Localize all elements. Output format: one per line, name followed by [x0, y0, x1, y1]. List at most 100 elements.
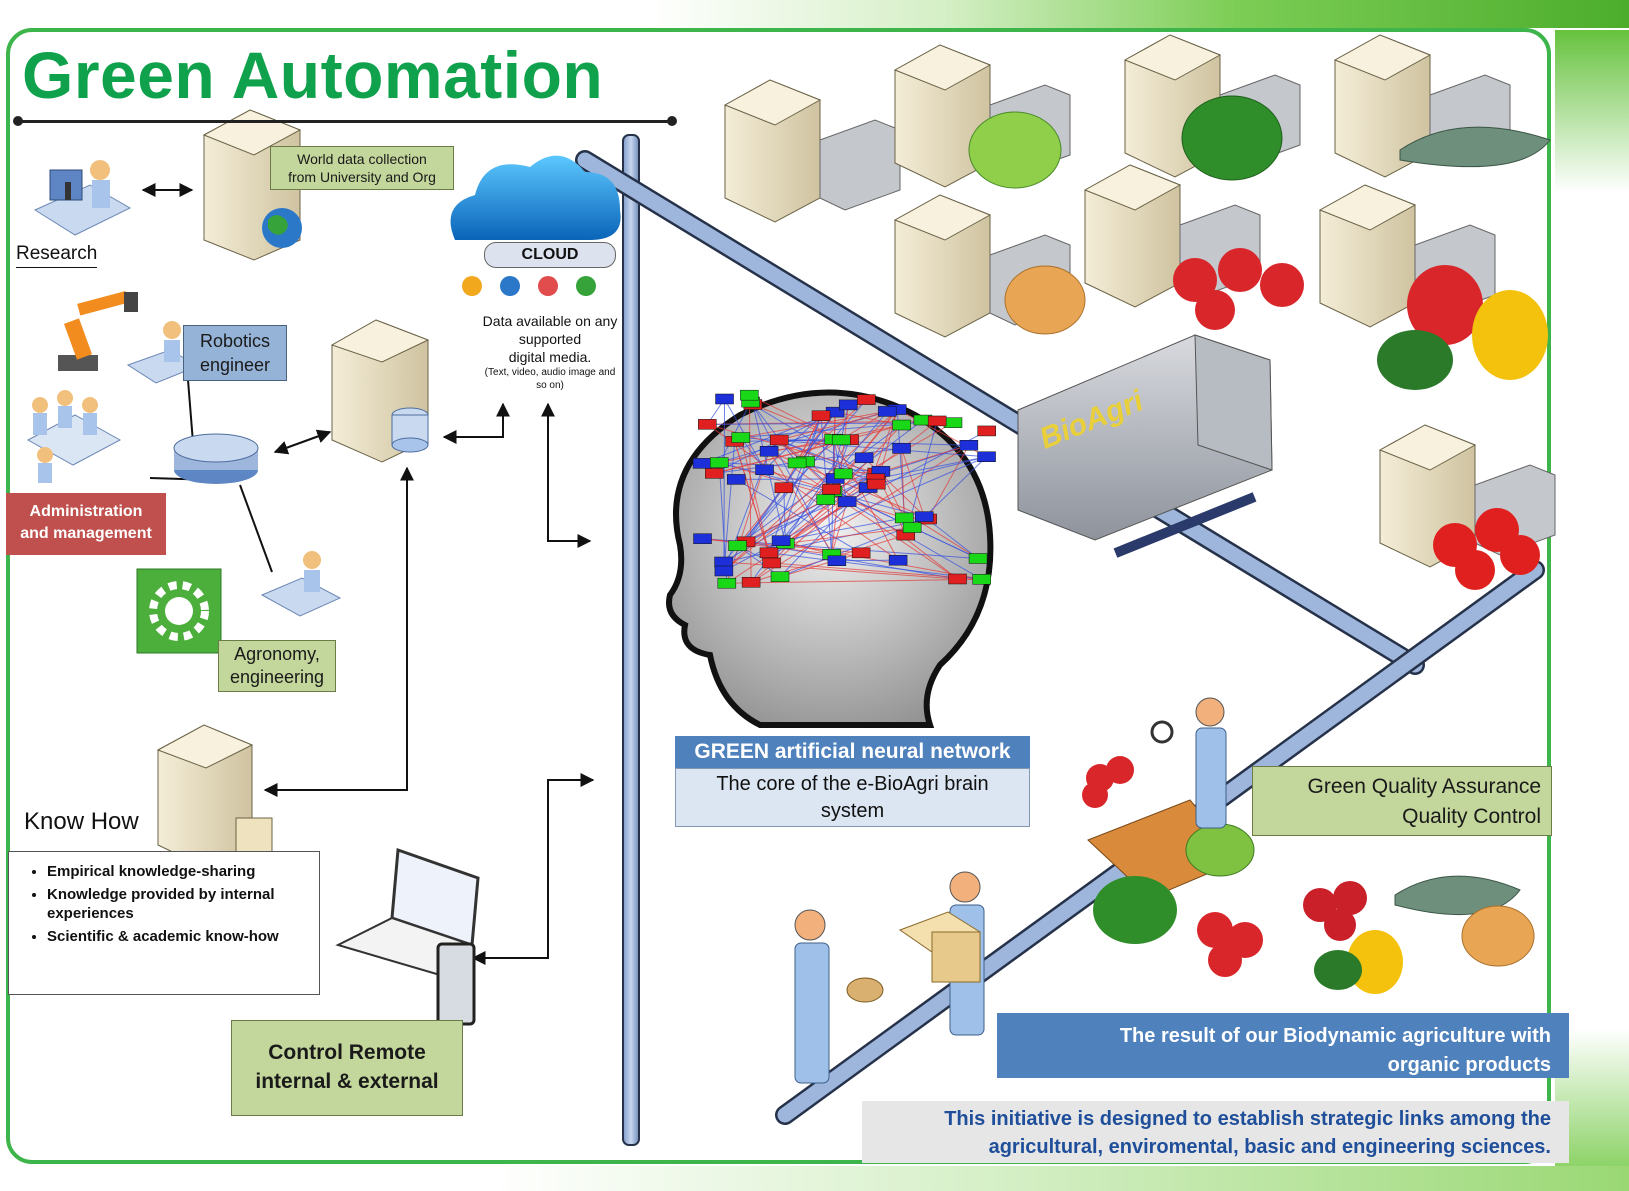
world-data-label: World data collection from University an…	[270, 146, 454, 190]
neural-edge	[723, 518, 928, 563]
neural-edge	[779, 439, 969, 446]
neural-edge	[768, 450, 958, 580]
neural-node	[895, 512, 914, 524]
neural-node	[692, 458, 712, 469]
neural-node	[972, 574, 991, 585]
neural-node	[902, 522, 922, 533]
neural-node	[959, 439, 979, 451]
neural-edge	[745, 470, 882, 543]
neural-edge	[707, 423, 899, 561]
neural-node	[948, 573, 967, 585]
world-data-line2: from University and Org	[288, 169, 436, 185]
neural-node	[705, 468, 724, 479]
control-remote-label: Control Remote internal & external	[231, 1020, 463, 1116]
robotics-engineer-label: Robotics engineer	[183, 325, 287, 381]
neural-node	[709, 457, 729, 468]
know-how-item: Scientific & academic know-how	[47, 927, 319, 947]
title-underline-dot-right	[667, 116, 677, 126]
neural-node	[740, 389, 759, 401]
neural-node	[759, 547, 779, 559]
quality-label: Green Quality Assurance Quality Control	[1252, 766, 1552, 836]
admin-line1: Administration	[29, 503, 143, 520]
neural-node	[787, 457, 807, 469]
worker-with-box-icon	[898, 871, 985, 1036]
neural-node	[717, 577, 737, 589]
worker-with-basket-icon	[794, 909, 884, 1084]
initiative-banner: This initiative is designed to establish…	[862, 1101, 1569, 1163]
research-label: Research	[16, 243, 98, 268]
neural-node	[851, 547, 871, 559]
neural-node	[774, 482, 794, 494]
neural-node	[854, 452, 874, 464]
robotics-line1: Robotics	[199, 331, 271, 351]
neural-node	[698, 419, 717, 430]
top-gradient-bar	[650, 0, 1629, 28]
neural-edge	[836, 559, 899, 562]
neural-node	[726, 474, 746, 485]
title-underline-dot-left	[13, 116, 23, 126]
robotics-engineer-icon	[126, 321, 200, 384]
media-icons	[462, 276, 596, 296]
neural-node	[892, 419, 911, 431]
connectors	[141, 183, 595, 965]
neural-edge	[875, 456, 987, 480]
neural-edge	[740, 410, 888, 439]
agronomy-label: Agronomy, engineering	[218, 640, 336, 692]
laptop-tablet-icon	[335, 847, 480, 1026]
bottom-gradient-bar	[0, 1166, 1629, 1191]
neural-edge	[901, 448, 925, 517]
neural-network-graph	[692, 389, 996, 589]
media-line1: Data available on any	[482, 313, 618, 329]
neural-edge	[832, 422, 954, 492]
produce-group	[968, 95, 1551, 590]
neural-node	[769, 434, 789, 446]
research-icon	[33, 160, 132, 236]
cloud-label: CLOUD	[484, 242, 616, 268]
know-how-list: Empirical knowledge-sharing Knowledge pr…	[9, 862, 319, 946]
neural-network-line2: system	[820, 800, 885, 822]
neural-edge	[749, 394, 842, 441]
neural-node	[714, 556, 733, 568]
agronomy-line1: Agronomy,	[234, 644, 320, 664]
pipe-vertical	[622, 134, 640, 1146]
neural-edge	[723, 441, 736, 572]
neural-edge	[785, 527, 913, 544]
neural-node	[834, 468, 853, 480]
neural-node	[866, 478, 886, 490]
neural-node	[770, 571, 790, 582]
agronomy-gear-icon	[136, 568, 222, 654]
control-remote-line1: Control Remote	[268, 1041, 426, 1064]
server-unit	[1083, 164, 1261, 308]
neural-node	[857, 394, 876, 405]
neural-node	[693, 533, 712, 544]
neural-node	[968, 553, 988, 564]
neural-node	[728, 540, 747, 551]
neural-node	[837, 496, 857, 507]
control-remote-line2: internal & external	[255, 1070, 439, 1093]
administration-label: Administration and management	[6, 493, 166, 555]
neural-node	[831, 434, 851, 446]
administration-meeting-icon	[26, 390, 122, 483]
neural-node	[731, 432, 751, 443]
world-data-line1: World data collection	[297, 151, 427, 167]
neural-edge	[740, 437, 770, 553]
result-line1: The result of our Biodynamic agriculture…	[1119, 1025, 1551, 1047]
neural-node	[714, 565, 734, 577]
neural-edge	[779, 552, 862, 578]
neural-edge	[768, 552, 982, 580]
neural-edge	[752, 404, 833, 555]
neural-edge	[768, 450, 838, 562]
neural-edge	[833, 438, 899, 561]
neural-node	[762, 557, 781, 569]
neural-edge	[780, 499, 827, 542]
page-title: Green Automation	[22, 38, 604, 112]
result-line2: organic products	[1387, 1054, 1551, 1076]
media-note-line2: so on)	[536, 380, 564, 391]
agronomy-line2: engineering	[229, 667, 325, 687]
neural-edge	[901, 448, 905, 518]
neural-network-description: The core of the e-BioAgri brain system	[675, 768, 1030, 827]
know-how-list-box: Empirical knowledge-sharing Knowledge pr…	[8, 851, 320, 995]
neural-node	[888, 554, 908, 566]
neural-node	[838, 399, 858, 411]
neural-edge	[750, 444, 970, 583]
